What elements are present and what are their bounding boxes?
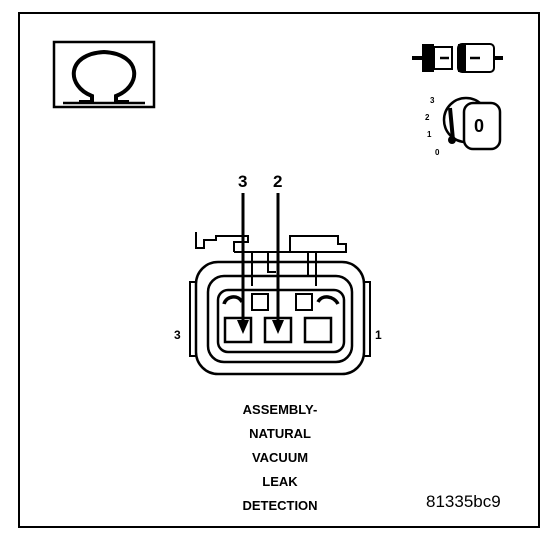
- side-label-left: 3: [174, 328, 181, 342]
- pin-label-top-2: 2: [273, 172, 283, 191]
- key-position-3: 3: [430, 96, 435, 105]
- title-line: LEAK: [262, 474, 298, 489]
- pin-label-top-3: 3: [238, 172, 248, 191]
- key-position-0: 0: [435, 148, 440, 157]
- connector-title: ASSEMBLY- NATURAL VACUUM LEAK DETECTION: [210, 398, 350, 518]
- ohmmeter-icon: [52, 40, 156, 109]
- disconnected-connector-icon: [412, 43, 503, 73]
- key-label: 0: [474, 116, 485, 136]
- ignition-key-icon: [442, 96, 502, 151]
- figure-code: 81335bc9: [426, 492, 501, 511]
- side-label-right: 1: [375, 328, 382, 342]
- key-position-1: 1: [427, 130, 432, 139]
- title-line: VACUUM: [251, 450, 309, 465]
- key-position-2: 2: [425, 113, 430, 122]
- pin-pointer-arrows: [237, 193, 284, 334]
- connector-housing: [189, 232, 371, 376]
- title-line: DETECTION: [242, 498, 318, 513]
- title-line: ASSEMBLY-: [242, 402, 318, 417]
- title-line: NATURAL: [249, 426, 311, 441]
